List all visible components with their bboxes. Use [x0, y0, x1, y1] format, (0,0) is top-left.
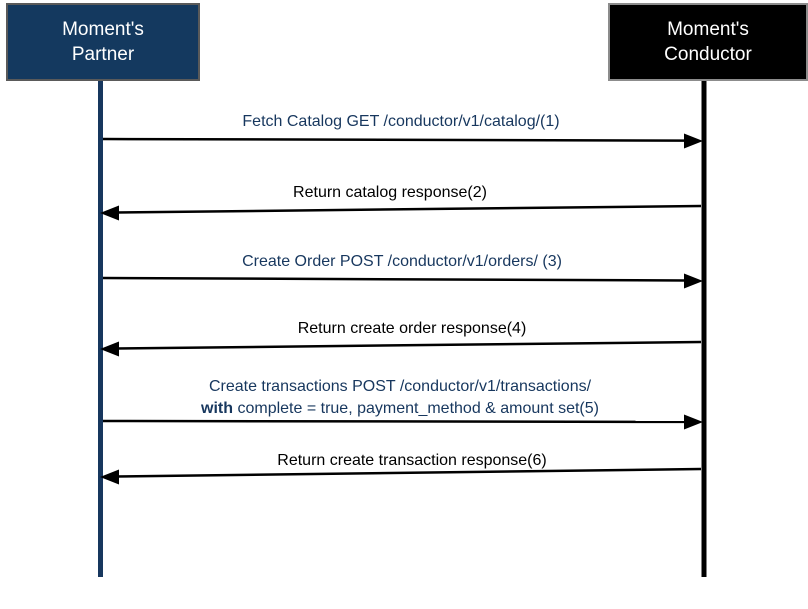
actor-conductor-label-line1: Moment's: [667, 19, 749, 40]
message-arrow-3: [102, 273, 703, 289]
actor-box-partner: Moment's Partner: [6, 3, 200, 81]
message-label-create-transactions-line1: Create transactions POST /conductor/v1/t…: [208, 378, 592, 395]
message-label-create-transactions: Create transactions POST /conductor/v1/t…: [201, 376, 599, 420]
actor-partner-label-line2: Partner: [71, 44, 135, 65]
message-arrow-2: [100, 204, 702, 221]
actor-conductor-label-line2: Conductor: [664, 44, 752, 65]
actor-box-conductor: Moment's Conductor: [608, 3, 808, 81]
message-label-create-order: Create Order POST /conductor/v1/orders/ …: [242, 253, 562, 270]
actor-partner-label-line1: Moment's: [62, 19, 144, 40]
message-arrow-4: [100, 340, 702, 357]
message-label-return-catalog: Return catalog response(2): [293, 184, 487, 201]
message-label-create-transactions-with: with: [201, 400, 234, 417]
message-label-return-create-transaction: Return create transaction response(6): [277, 452, 547, 469]
message-arrow-1: [102, 133, 703, 149]
message-arrow-6: [100, 467, 702, 485]
message-arrow-5: [102, 414, 703, 430]
message-label-fetch-catalog: Fetch Catalog GET /conductor/v1/catalog/…: [242, 113, 560, 130]
message-label-return-create-order: Return create order response(4): [297, 320, 527, 337]
message-label-create-transactions-line2: complete = true, payment_method & amount…: [233, 400, 599, 417]
